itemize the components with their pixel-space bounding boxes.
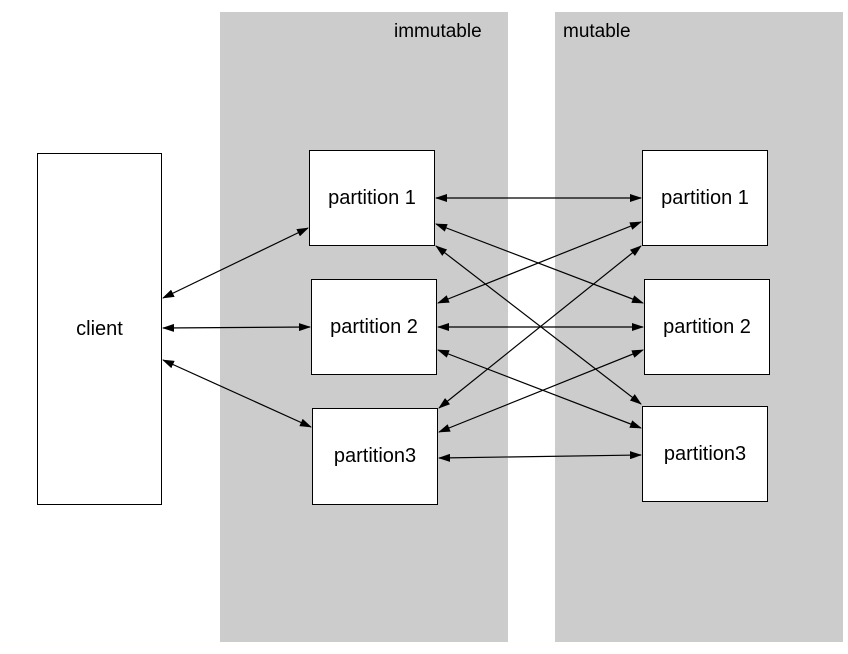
mutable-partition-2-label: partition 2 bbox=[663, 315, 751, 338]
mutable-partition-3-label: partition3 bbox=[663, 442, 747, 465]
immutable-partition-1-label: partition 1 bbox=[328, 186, 416, 209]
mutable-zone-label: mutable bbox=[563, 21, 631, 42]
immutable-partition-2: partition 2 bbox=[311, 279, 437, 375]
client-box: client bbox=[37, 153, 162, 505]
immutable-partition-3: partition3 bbox=[312, 408, 438, 505]
arrow-client-immutable-3 bbox=[162, 359, 312, 428]
immutable-zone-label: immutable bbox=[394, 21, 482, 42]
arrow-client-immutable-2 bbox=[162, 323, 311, 332]
arrow-imm3-mut2 bbox=[438, 349, 644, 433]
mutable-partition-3: partition3 bbox=[642, 406, 768, 502]
arrow-client-immutable-1 bbox=[162, 227, 309, 299]
mutable-partition-2: partition 2 bbox=[644, 279, 770, 375]
arrow-imm3-mut3 bbox=[438, 451, 642, 462]
immutable-partition-1: partition 1 bbox=[309, 150, 435, 246]
client-label: client bbox=[76, 317, 123, 340]
mutable-partition-1: partition 1 bbox=[642, 150, 768, 246]
immutable-partition-3-label: partition3 bbox=[333, 445, 417, 467]
mutable-partition-1-label: partition 1 bbox=[661, 186, 749, 209]
immutable-partition-2-label: partition 2 bbox=[330, 315, 418, 338]
arrow-imm2-mut3 bbox=[437, 349, 642, 429]
arrow-imm1-mut3 bbox=[435, 245, 642, 405]
